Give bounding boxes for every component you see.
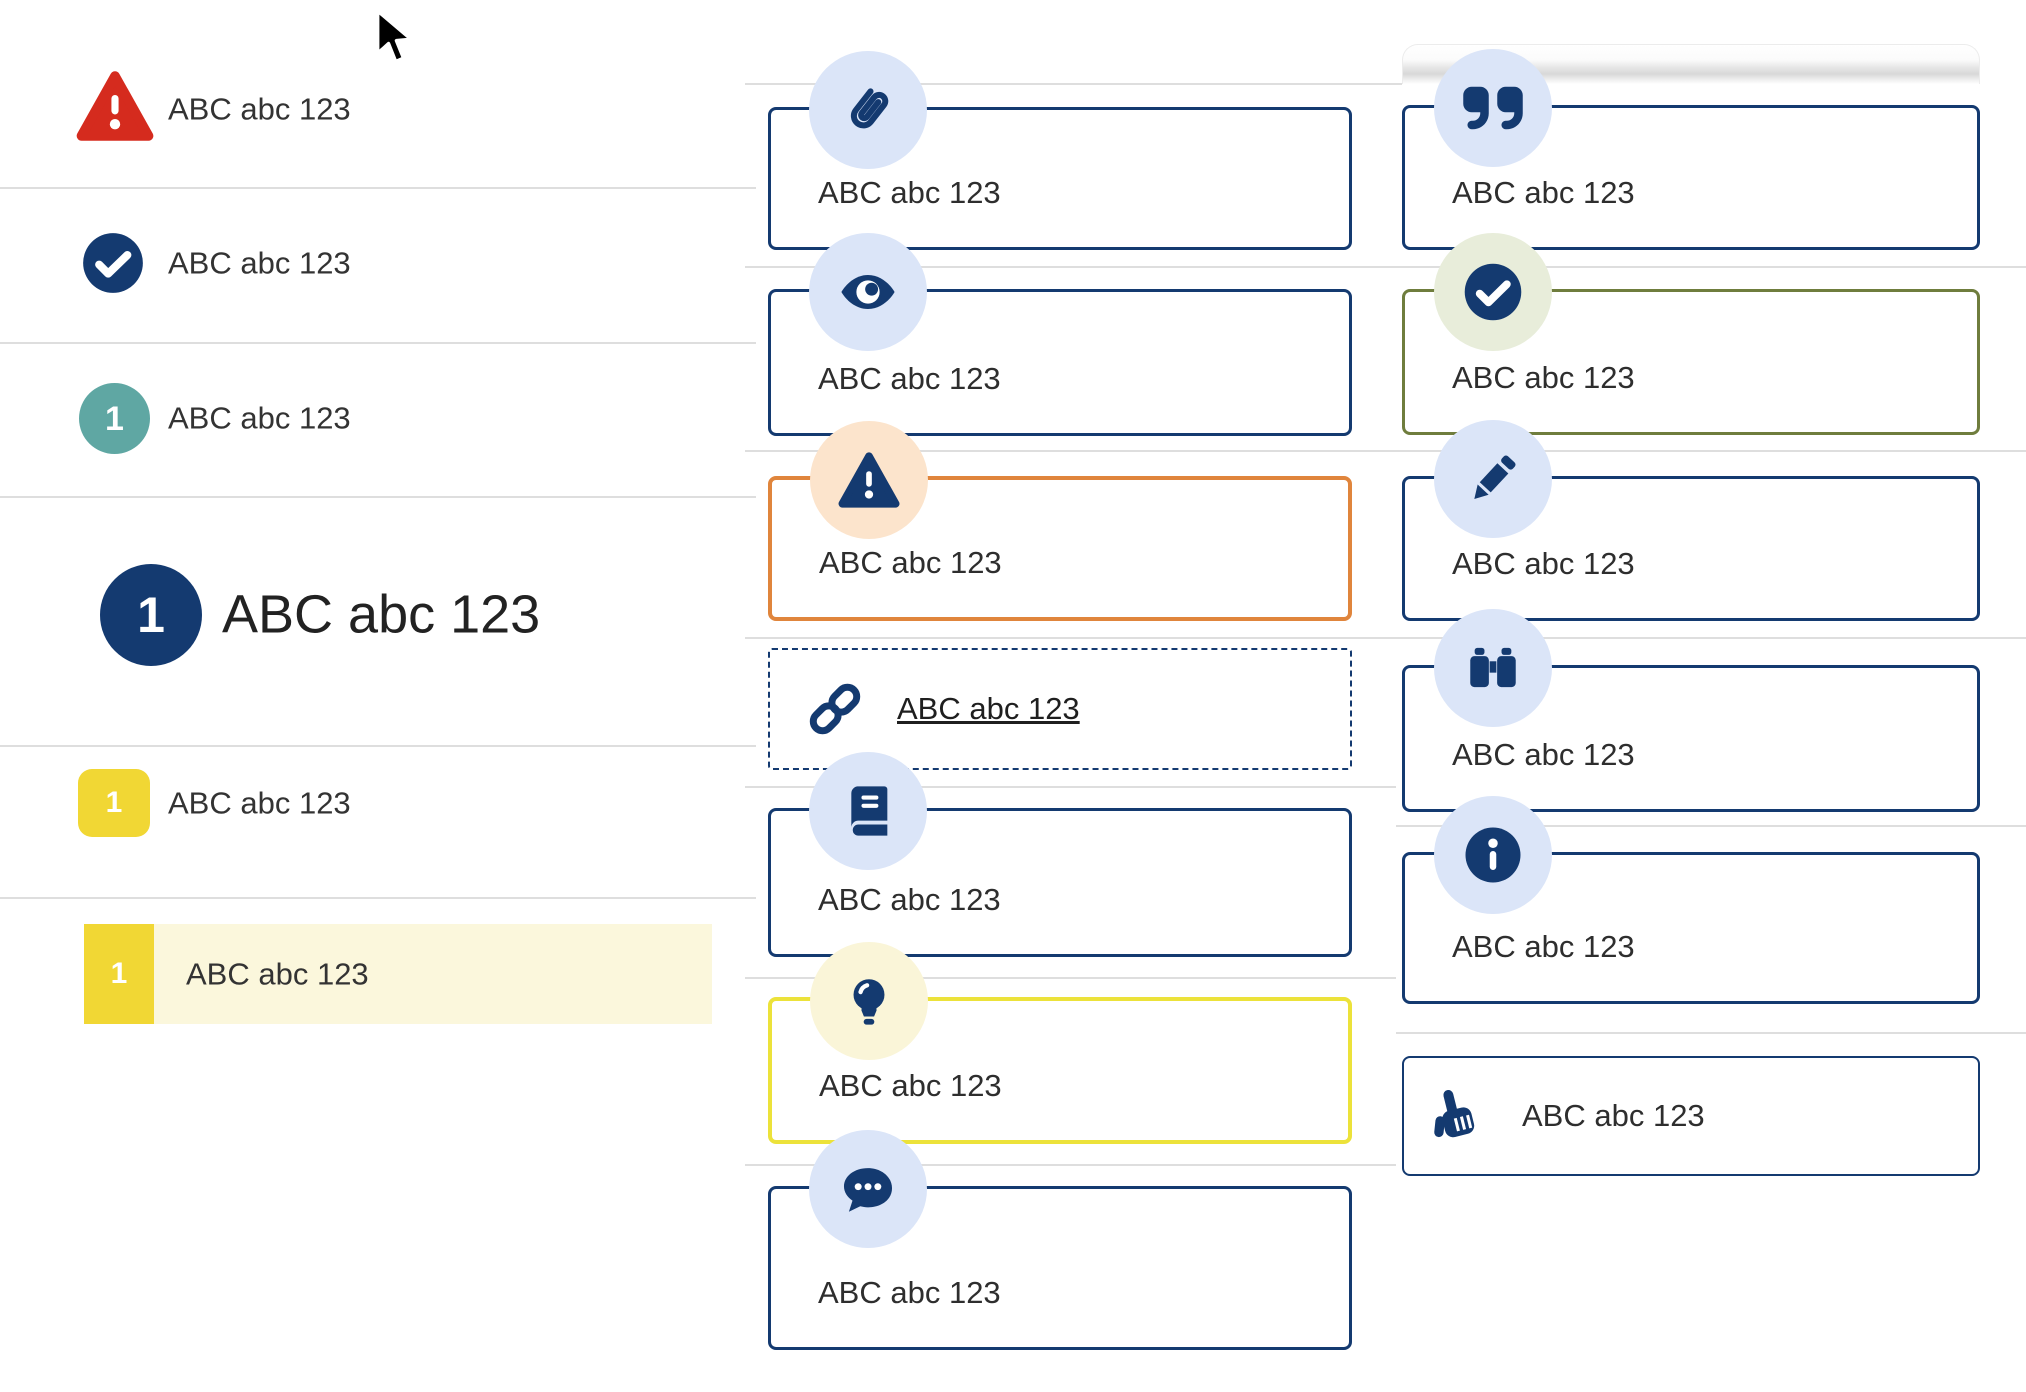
step-badge-teal: 1	[79, 383, 150, 454]
callout-edit: ABC abc 123	[1402, 420, 1980, 621]
warning-icon	[838, 452, 900, 508]
divider	[745, 637, 2026, 639]
callout-icon-badge	[1434, 420, 1552, 538]
lightbulb-icon	[853, 979, 885, 1025]
callout-action: ABC abc 123	[1402, 1056, 1980, 1176]
callout-text: ABC abc 123	[1522, 1098, 1705, 1133]
callout-text: ABC abc 123	[818, 1274, 1001, 1310]
callout-icon-badge	[1434, 796, 1552, 914]
callout-icon-badge	[810, 421, 928, 539]
callout-success: ABC abc 123	[1402, 233, 1980, 435]
check-icon	[1464, 263, 1522, 321]
list-item-label: ABC abc 123	[168, 91, 351, 127]
highlighted-row	[84, 924, 712, 1024]
callout-warning: ABC abc 123	[768, 421, 1352, 621]
step-badge-navy-large: 1	[100, 564, 202, 666]
divider	[745, 450, 2026, 452]
link-icon	[809, 683, 861, 735]
callout-info: ABC abc 123	[1402, 796, 1980, 1004]
step-badge-yellow: 1	[78, 769, 150, 837]
divider	[0, 745, 756, 747]
binoculars-icon	[1470, 647, 1516, 688]
quote-icon	[1463, 86, 1523, 130]
list-item-label: ABC abc 123	[222, 584, 541, 645]
callout-text: ABC abc 123	[818, 360, 1001, 396]
callout-text: ABC abc 123	[818, 881, 1001, 917]
eye-icon	[841, 274, 895, 310]
divider	[1396, 825, 2026, 827]
callout-tip: ABC abc 123	[768, 942, 1352, 1144]
callout-icon-badge	[809, 233, 927, 351]
callout-icon-badge	[1434, 49, 1552, 167]
callout-icon-badge	[810, 942, 928, 1060]
paperclip-icon	[850, 88, 889, 129]
callout-link-text[interactable]: ABC abc 123	[897, 691, 1080, 726]
callout-attachment: ABC abc 123	[768, 51, 1352, 250]
callout-icon-badge	[1434, 233, 1552, 351]
divider	[745, 1164, 1396, 1166]
callout-icon-badge	[809, 752, 927, 870]
callout-quote: ABC abc 123	[1402, 49, 1980, 250]
callout-text: ABC abc 123	[818, 174, 1001, 210]
divider	[745, 786, 1396, 788]
step-badge-yellow: 1	[84, 924, 154, 1024]
check-circle-icon	[83, 233, 143, 293]
list-item-label: ABC abc 123	[168, 245, 351, 281]
divider	[0, 187, 756, 189]
mouse-cursor-icon	[375, 8, 414, 64]
callout-text: ABC abc 123	[819, 544, 1002, 580]
list-item-label: ABC abc 123	[186, 956, 369, 992]
callout-comment: ABC abc 123	[768, 1130, 1352, 1350]
callout-text: ABC abc 123	[1452, 545, 1635, 581]
alert-triangle-icon	[76, 71, 154, 141]
divider	[745, 83, 1402, 85]
info-icon	[1465, 827, 1521, 883]
divider	[0, 496, 756, 498]
callout-book: ABC abc 123	[768, 752, 1352, 957]
hand-point-icon	[1434, 1090, 1475, 1138]
callout-text: ABC abc 123	[1452, 928, 1635, 964]
callout-eye: ABC abc 123	[768, 233, 1352, 436]
callout-link: ABC abc 123	[768, 648, 1352, 770]
divider	[1396, 1032, 2026, 1034]
callout-text: ABC abc 123	[1452, 174, 1635, 210]
list-item-label: ABC abc 123	[168, 785, 351, 821]
chat-icon	[843, 1168, 893, 1212]
book-icon	[851, 786, 888, 836]
divider	[745, 977, 1396, 979]
list-item-label: ABC abc 123	[168, 400, 351, 436]
divider	[0, 342, 756, 344]
callout-explore: ABC abc 123	[1402, 609, 1980, 812]
pencil-icon	[1474, 455, 1516, 500]
callout-icon-badge	[809, 51, 927, 169]
callout-text: ABC abc 123	[1452, 736, 1635, 772]
callout-icon-badge	[809, 1130, 927, 1248]
callout-text: ABC abc 123	[1452, 359, 1635, 395]
divider	[745, 266, 2026, 268]
divider	[0, 897, 756, 899]
callout-text: ABC abc 123	[819, 1067, 1002, 1103]
callout-icon-badge	[1434, 609, 1552, 727]
